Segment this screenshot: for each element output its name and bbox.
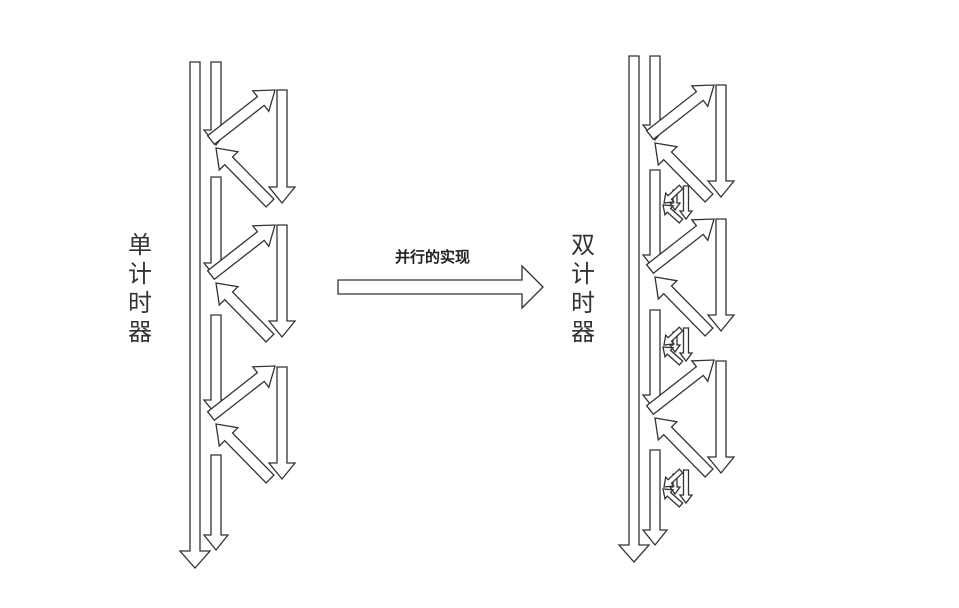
timer-segment-arrow [641,449,669,547]
callback-return-arrow [706,84,736,199]
secondary-complete-arrow [662,488,684,508]
complete-arrow [654,276,714,337]
complete-arrow [215,282,275,343]
main-timeline-arrow [617,55,651,563]
callback-return-arrow [267,89,297,205]
callback-return-arrow [706,218,736,333]
complete-arrow [215,423,275,484]
dispatch-arrow [645,359,715,416]
dispatch-arrow [645,84,715,141]
dispatch-arrow [206,89,276,146]
single-timer-label: 单计时器 [128,231,152,346]
callback-return-arrow [267,366,297,481]
secondary-timer-down-arrow [678,469,694,505]
dual-timer-diagram [617,55,736,563]
callback-return-arrow [267,224,297,339]
complete-arrow [654,417,714,478]
complete-arrow [215,147,275,208]
parallel-arrow-group [337,264,544,310]
secondary-dispatch-arrow [663,184,684,204]
secondary-timer-down-arrow [678,185,694,221]
parallel-implementation-arrow [337,264,544,310]
callback-return-arrow [706,360,736,475]
secondary-dispatch-arrow [663,326,684,346]
single-timer-diagram [178,61,297,569]
secondary-complete-arrow [662,346,684,366]
complete-arrow [654,142,714,203]
dispatch-arrow [206,365,276,422]
dispatch-arrow [206,224,276,281]
secondary-timer-down-arrow [678,327,694,363]
dual-timer-label: 双计时器 [571,231,595,346]
secondary-dispatch-arrow [663,468,684,488]
dispatch-arrow [645,218,715,275]
timer-segment-arrow [202,454,230,552]
main-timeline-arrow [178,61,212,569]
parallel-implementation-label: 并行的实现 [394,248,470,266]
secondary-complete-arrow [662,204,684,224]
